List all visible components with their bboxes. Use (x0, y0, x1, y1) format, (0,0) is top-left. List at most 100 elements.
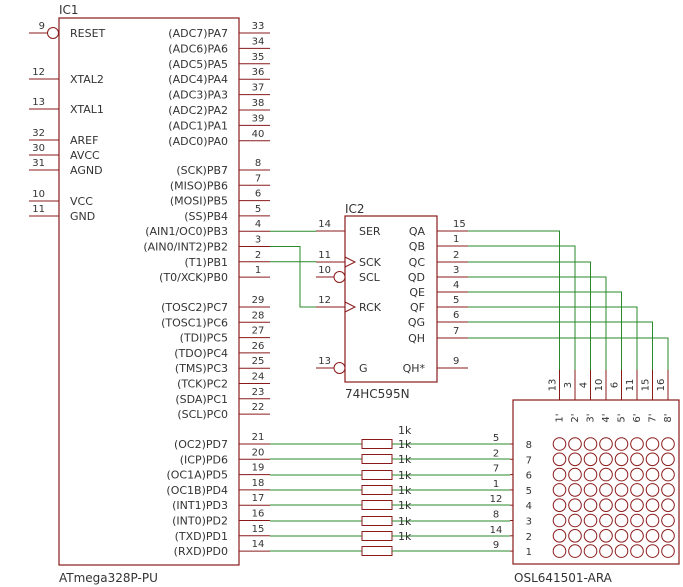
matrix-led (583, 483, 598, 497)
matrix-row-label: 5 (526, 486, 532, 497)
matrix-pin-number: 6 (610, 382, 621, 388)
matrix-led (583, 513, 598, 528)
ic2-pin-number: 9 (453, 356, 459, 367)
ic1-pin-label: (TCK)PC2 (177, 378, 228, 391)
matrix-led (661, 452, 675, 467)
ic1-pin-number: 26 (252, 341, 265, 352)
matrix-led (599, 467, 613, 482)
ic1-pin-number: 31 (32, 158, 45, 169)
resistor-body (361, 531, 393, 541)
resistor-body (361, 439, 393, 449)
resistor-body (361, 546, 393, 556)
ic1-pin-number: 36 (252, 67, 265, 78)
ic1-pin-label: (TMS)PC3 (175, 362, 228, 375)
matrix-led (568, 513, 582, 528)
ic1-pin-label: (ADC4)PA4 (168, 73, 228, 86)
ic1-pin-label: (T1)PB1 (185, 256, 228, 269)
ic1-pin-label: (ADC3)PA3 (168, 89, 228, 102)
matrix-led (599, 513, 613, 528)
ic1-pin-label: (T0/XCK)PB0 (159, 271, 228, 284)
resistor-value-label: 1k (398, 499, 412, 512)
matrix-pin-number: 15 (641, 379, 652, 392)
resistor-value-label: 1k (398, 484, 412, 497)
ic1-pin-number: 2 (255, 250, 261, 261)
matrix-led (552, 452, 567, 467)
ic1-pin-number: 7 (255, 173, 261, 184)
ic1-pin-number: 22 (252, 402, 265, 413)
matrix-led (661, 467, 675, 482)
matrix-body (512, 399, 680, 565)
ic1-pin-label: (AIN1/OC0)PB3 (145, 225, 228, 238)
ic2-inverter-bubble (333, 271, 346, 283)
ic2-pin-label: SCL (359, 271, 381, 284)
matrix-led (552, 467, 567, 482)
matrix-led (630, 483, 644, 497)
ic2-pin-label: QE (409, 286, 425, 299)
ic1-pin-label: XTAL1 (70, 103, 104, 116)
ic1-pin-label: (TOSC1)PC6 (161, 316, 228, 329)
ic1-pin-label: (ADC5)PA5 (168, 58, 228, 71)
matrix-part: OSL641501-ARA (514, 571, 613, 585)
matrix-led (614, 452, 629, 467)
ic2-pin-number: 2 (453, 250, 459, 261)
ic1-pin-label: AREF (70, 134, 98, 147)
matrix-led (645, 529, 660, 543)
matrix-led (630, 529, 644, 543)
matrix-led (568, 467, 582, 482)
ic1-pin-number: 27 (252, 326, 265, 337)
ic1-pin-number: 17 (252, 493, 265, 504)
matrix-led (614, 529, 629, 543)
ic1-pin-label: AVCC (70, 149, 100, 162)
resistor-value-label: 1k (398, 515, 412, 528)
ic1-pin-number: 25 (252, 356, 265, 367)
ic2-pin-number: 15 (453, 219, 466, 230)
matrix-led (645, 452, 660, 467)
ic1-pin-label: XTAL2 (70, 73, 104, 86)
matrix-led (614, 483, 629, 497)
ic1-pin-number: 34 (252, 36, 265, 47)
ic2-pin-number: 10 (318, 265, 331, 276)
ic2-clock-marker (344, 256, 357, 268)
ic2-pin-number: 5 (453, 295, 459, 306)
ic2-body (344, 215, 438, 383)
matrix-column-label: 8' (663, 413, 674, 422)
ic2-inverter-bubble (333, 362, 346, 374)
resistor-body (361, 500, 393, 510)
ic1-pin-number: 11 (32, 204, 45, 215)
matrix-led (568, 452, 582, 467)
matrix-led (661, 544, 675, 558)
matrix-row-label: 1 (526, 547, 532, 558)
matrix-led (568, 544, 582, 558)
ic2-clock-marker (344, 301, 357, 313)
matrix-column-label: 5' (617, 413, 628, 422)
wire-column-8 (468, 337, 669, 370)
wire-column-6 (468, 306, 638, 370)
matrix-led (661, 498, 675, 513)
ic1-pin-label: (ADC1)PA1 (168, 119, 228, 132)
matrix-pin-number: 16 (656, 379, 667, 392)
ic1-pin-label: (OC1B)PD4 (166, 484, 228, 497)
matrix-pin-number: 12 (490, 494, 503, 505)
matrix-led (630, 452, 644, 467)
matrix-led (552, 483, 567, 497)
matrix-led (583, 452, 598, 467)
matrix-pin-number: 9 (493, 540, 499, 551)
matrix-led (630, 498, 644, 513)
ic2-pin-label: QA (409, 225, 426, 238)
matrix-pin-number: 3 (563, 382, 574, 388)
ic1-part: ATmega328P-PU (59, 571, 158, 585)
ic2-pin-number: 3 (453, 265, 459, 276)
ic1-pin-number: 23 (252, 387, 265, 398)
matrix-row-label: 4 (526, 501, 532, 512)
matrix-pin-number: 1 (493, 479, 499, 490)
ic1-pin-number: 16 (252, 509, 265, 520)
matrix-pin-number: 14 (490, 525, 503, 536)
matrix-led (661, 513, 675, 528)
ic1-pin-number: 5 (255, 204, 261, 215)
ic1-pin-number: 1 (255, 265, 261, 276)
ic1-pin-label: (INT0)PD2 (172, 515, 228, 528)
matrix-pin-number: 2 (493, 448, 499, 459)
matrix-led (568, 483, 582, 497)
ic1-atmega328p: IC1ATmega328P-PU9RESET12XTAL213XTAL132AR… (29, 3, 270, 585)
